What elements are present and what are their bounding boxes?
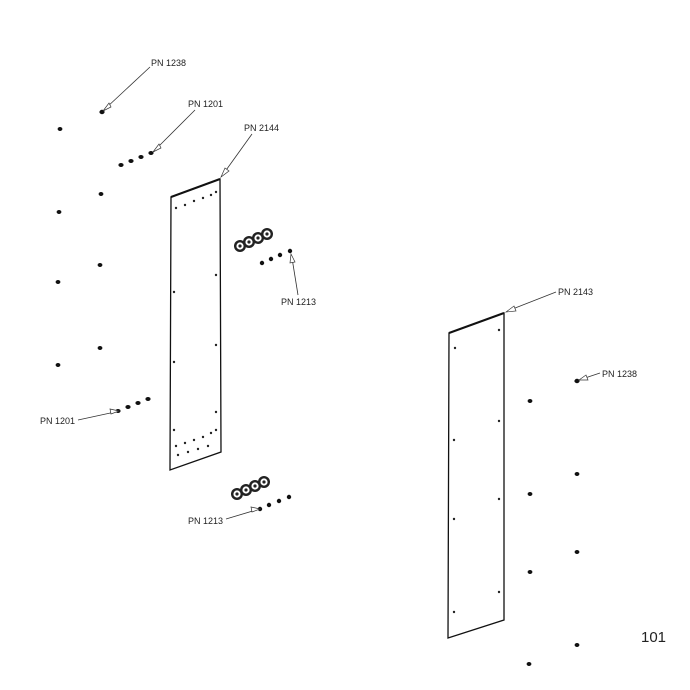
washer-cluster-top (234, 228, 273, 252)
panel-pn2144-top-edge (170, 178, 221, 198)
panel-pn2144-holes (172, 190, 218, 457)
screw-row-pn1201-top (118, 151, 154, 167)
label-pn2143: PN 2143 (558, 287, 593, 297)
screw-row-pn1201-bottom (115, 397, 151, 413)
label-pn1213-bottom: PN 1213 (188, 516, 223, 526)
panel-pn2144 (169, 178, 222, 471)
label-pn1201-top: PN 1201 (188, 99, 223, 109)
nut-row-bottom (257, 494, 292, 512)
leader-pn1238-top (102, 66, 151, 112)
leader-pn1201-bottom (77, 408, 121, 421)
leader-pn2143 (504, 291, 557, 313)
label-pn1238-right: PN 1238 (602, 369, 637, 379)
leader-pn2144 (220, 133, 253, 179)
label-pn1213-top: PN 1213 (281, 297, 316, 307)
page-number: 101 (641, 629, 666, 646)
panel-pn2143-holes (452, 328, 501, 614)
leader-pn1213-bottom (225, 506, 262, 520)
leader-pn1201-top (152, 109, 196, 153)
label-pn1238-top: PN 1238 (151, 58, 186, 68)
washer-cluster-bottom (231, 476, 270, 500)
left-screw-column (55, 109, 105, 367)
label-pn1201-bottom: PN 1201 (40, 416, 75, 426)
label-pn2144: PN 2144 (244, 123, 279, 133)
leader-pn1213-top (289, 252, 299, 296)
panel-pn2143 (447, 312, 505, 639)
panel-pn2143-top-edge (448, 312, 505, 334)
nut-row-top (259, 248, 293, 266)
leader-pn1238-right (577, 372, 601, 381)
right-screw-column (526, 378, 580, 666)
